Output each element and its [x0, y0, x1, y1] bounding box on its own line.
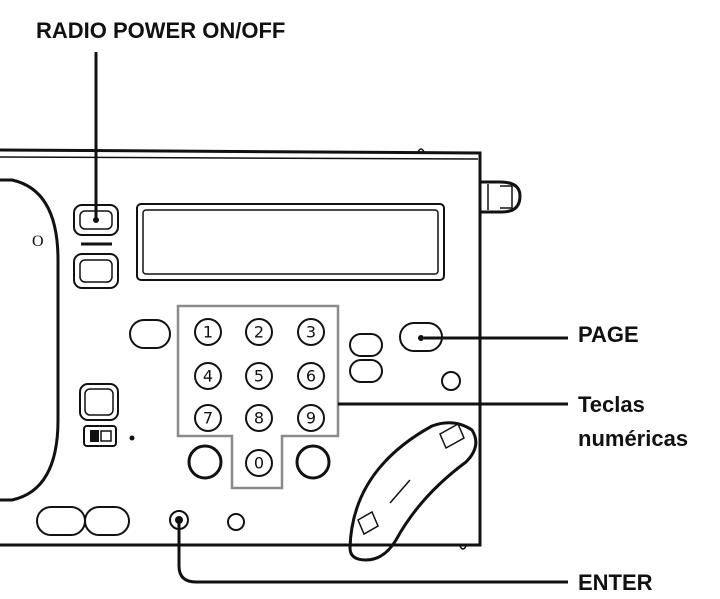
right-round-key[interactable] [295, 444, 331, 480]
numeric-keys-label-line2: numéricas [578, 426, 688, 451]
volume-up-icon [439, 422, 465, 450]
small-round-button-bottom[interactable] [227, 513, 245, 531]
key-1[interactable]: 1 [194, 318, 222, 346]
device-bottom-notch [459, 545, 467, 550]
key-2[interactable]: 2 [245, 318, 273, 346]
enter-label: ENTER [578, 570, 653, 595]
radio-power-label: RADIO POWER ON/OFF [36, 18, 285, 43]
keypad-surround [176, 304, 340, 490]
key-4[interactable]: 4 [194, 362, 222, 390]
key-3[interactable]: 3 [297, 318, 325, 346]
right-oval-button-lower[interactable] [349, 359, 383, 383]
key-0[interactable]: 0 [245, 449, 273, 477]
bottom-pill-button-left[interactable] [36, 506, 86, 536]
small-round-button-right[interactable] [441, 371, 461, 391]
volume-down-icon [357, 510, 379, 536]
device-top-edge [0, 156, 479, 160]
svg-text:9: 9 [306, 409, 316, 428]
left-square-button-inner [84, 388, 114, 416]
device-top-notch [417, 148, 425, 153]
key-6[interactable]: 6 [297, 362, 325, 390]
svg-text:8: 8 [254, 409, 264, 428]
right-oval-button-upper[interactable] [349, 333, 383, 357]
key-9[interactable]: 9 [297, 404, 325, 432]
svg-text:3: 3 [306, 323, 316, 342]
hold-switch-slot [100, 430, 112, 442]
svg-text:7: 7 [203, 409, 213, 428]
band-button[interactable] [73, 253, 119, 289]
svg-text:0: 0 [254, 454, 264, 473]
antenna-holder-detail [487, 184, 513, 210]
keypad: 1 2 3 4 5 6 7 8 9 0 [194, 318, 325, 477]
left-panel [0, 178, 60, 502]
left-square-button[interactable] [79, 383, 119, 421]
side-letter: O [32, 233, 44, 250]
hold-switch-knob [90, 430, 99, 442]
key-5[interactable]: 5 [245, 362, 273, 390]
svg-text:6: 6 [306, 367, 316, 386]
display-window-inner [142, 209, 439, 275]
display-window [136, 203, 445, 281]
key-8[interactable]: 8 [245, 404, 273, 432]
enter-leader-line [177, 520, 568, 584]
left-oval-button[interactable] [129, 319, 171, 349]
key-7[interactable]: 7 [194, 404, 222, 432]
volume-rocker-center-line [389, 479, 411, 504]
svg-text:2: 2 [254, 323, 264, 342]
page-pointer-dot [418, 335, 424, 341]
left-round-key[interactable] [187, 444, 223, 480]
svg-text:1: 1 [203, 323, 213, 342]
device-body [0, 148, 482, 547]
svg-text:4: 4 [203, 367, 213, 386]
bottom-pill-button-right[interactable] [84, 506, 130, 536]
volume-rocker[interactable] [348, 421, 478, 562]
svg-text:5: 5 [254, 367, 264, 386]
band-button-inner [79, 259, 113, 283]
numeric-keys-label-line1: Teclas [578, 392, 645, 417]
indicator-dot [129, 435, 135, 441]
antenna-holder [480, 180, 522, 214]
page-label: PAGE [578, 322, 639, 347]
